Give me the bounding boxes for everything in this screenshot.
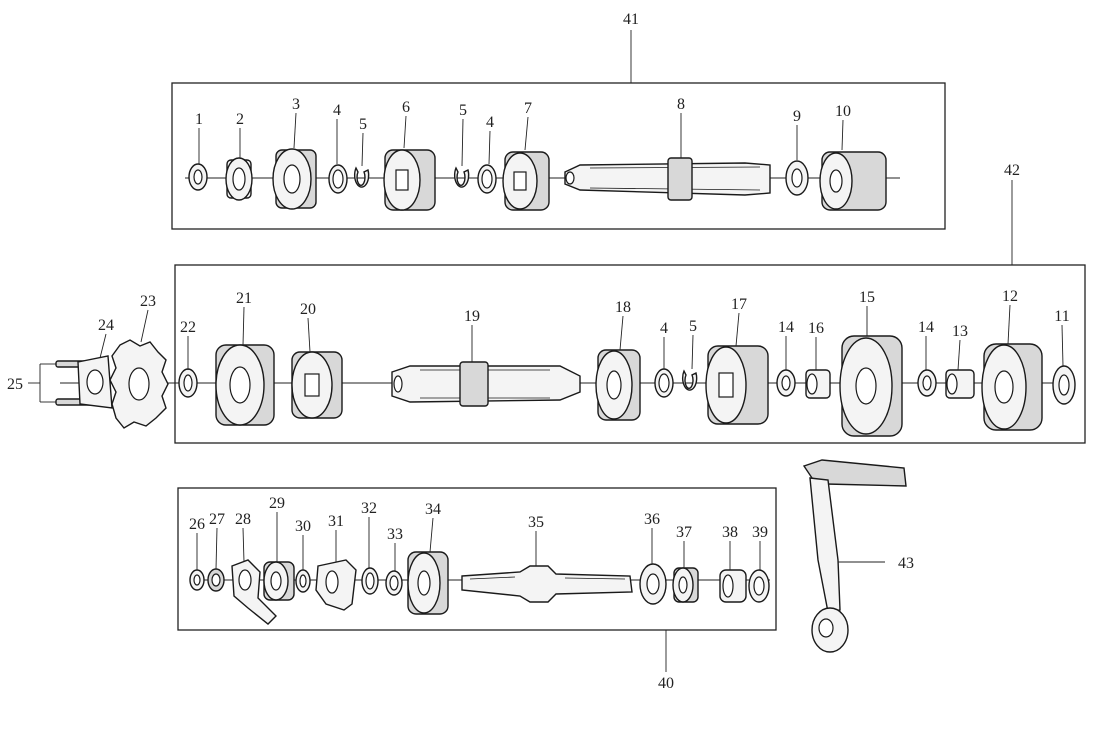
label-part-4: 4 — [333, 102, 341, 119]
label-part-28: 28 — [235, 511, 251, 528]
label-part-22: 22 — [180, 319, 196, 336]
label-part-5c: 5 — [689, 318, 697, 335]
label-part-4c: 4 — [660, 320, 668, 337]
label-part-37: 37 — [676, 524, 692, 541]
label-part-19: 19 — [464, 308, 480, 325]
label-group-41: 41 — [623, 11, 639, 28]
part-12-gear — [981, 343, 1043, 431]
part-19-countershaft — [391, 361, 581, 407]
label-part-30: 30 — [295, 518, 311, 535]
part-7-gear — [502, 151, 550, 211]
part-10-gear — [819, 151, 887, 211]
part-23-sprocket — [109, 339, 169, 429]
label-part-7: 7 — [524, 100, 532, 117]
part-37-spring — [672, 567, 699, 603]
label-part-25: 25 — [7, 376, 23, 393]
label-part-5b: 5 — [459, 102, 467, 119]
label-part-4b: 4 — [486, 114, 494, 131]
label-part-15: 15 — [859, 289, 875, 306]
part-43-kick-lever — [802, 459, 907, 653]
part-31-ratchet — [315, 559, 357, 611]
part-5-snap-ring-c — [681, 369, 698, 391]
label-part-12: 12 — [1002, 288, 1018, 305]
part-32-ring — [361, 567, 379, 595]
part-14-washer-b — [917, 369, 937, 397]
label-group-42: 42 — [1004, 162, 1020, 179]
part-1-washer — [188, 163, 208, 191]
label-part-29: 29 — [269, 495, 285, 512]
label-part-26: 26 — [189, 516, 205, 533]
part-5-snap-ring-b — [453, 166, 470, 188]
part-20-gear — [291, 351, 343, 419]
part-4-ring — [328, 164, 348, 194]
part-3-gear — [272, 148, 317, 210]
label-part-18: 18 — [615, 299, 631, 316]
label-part-3: 3 — [292, 96, 300, 113]
part-38-collar — [719, 569, 747, 603]
label-part-32: 32 — [361, 500, 377, 517]
part-29-gear — [263, 561, 295, 601]
label-part-6: 6 — [402, 99, 410, 116]
label-part-2: 2 — [236, 111, 244, 128]
label-part-24: 24 — [98, 317, 114, 334]
group-box-42 — [174, 264, 1086, 444]
part-9-washer — [785, 160, 809, 196]
label-part-10: 10 — [835, 103, 851, 120]
part-39-washer — [748, 569, 770, 603]
part-30-washer — [295, 569, 311, 593]
part-17-gear — [705, 345, 769, 425]
label-part-14b: 14 — [918, 319, 934, 336]
part-22-washer — [178, 368, 198, 398]
label-part-8: 8 — [677, 96, 685, 113]
part-34-gear — [407, 551, 449, 615]
part-18-gear — [595, 349, 641, 421]
label-part-21: 21 — [236, 290, 252, 307]
part-33-washer — [385, 570, 403, 596]
label-part-33: 33 — [387, 526, 403, 543]
label-part-11: 11 — [1054, 308, 1069, 325]
part-16-bushing — [805, 369, 831, 399]
label-part-23: 23 — [140, 293, 156, 310]
part-14-washer — [776, 369, 796, 397]
part-5-snap-ring — [353, 166, 370, 188]
label-part-27: 27 — [209, 511, 225, 528]
part-4-ring-b — [477, 164, 497, 194]
part-8-main-shaft — [564, 157, 771, 201]
part-4-ring-c — [654, 368, 674, 398]
group-box-41 — [171, 82, 946, 230]
label-part-17: 17 — [731, 296, 747, 313]
group-box-40 — [177, 487, 777, 631]
label-part-39: 39 — [752, 524, 768, 541]
label-part-34: 34 — [425, 501, 441, 518]
part-15-gear — [839, 335, 903, 437]
part-36-washer — [639, 563, 667, 605]
part-24-plate — [77, 355, 113, 409]
part-11-washer — [1052, 365, 1076, 405]
label-part-20: 20 — [300, 301, 316, 318]
part-35-kick-shaft — [461, 565, 633, 603]
part-2-bushing — [225, 157, 253, 201]
label-part-35: 35 — [528, 514, 544, 531]
part-27-ring — [207, 568, 225, 592]
part-13-bushing — [945, 369, 975, 399]
part-28-plate — [231, 559, 277, 625]
part-21-gear — [215, 344, 275, 426]
label-part-38: 38 — [722, 524, 738, 541]
part-26-washer — [189, 569, 205, 591]
label-part-14: 14 — [778, 319, 794, 336]
label-part-36: 36 — [644, 511, 660, 528]
label-part-13: 13 — [952, 323, 968, 340]
label-part-31: 31 — [328, 513, 344, 530]
label-part-5: 5 — [359, 116, 367, 133]
label-group-40: 40 — [658, 675, 674, 692]
label-part-9: 9 — [793, 108, 801, 125]
label-part-16: 16 — [808, 320, 824, 337]
label-part-1: 1 — [195, 111, 203, 128]
label-part-43: 43 — [898, 555, 914, 572]
part-6-dog-gear — [383, 149, 436, 211]
